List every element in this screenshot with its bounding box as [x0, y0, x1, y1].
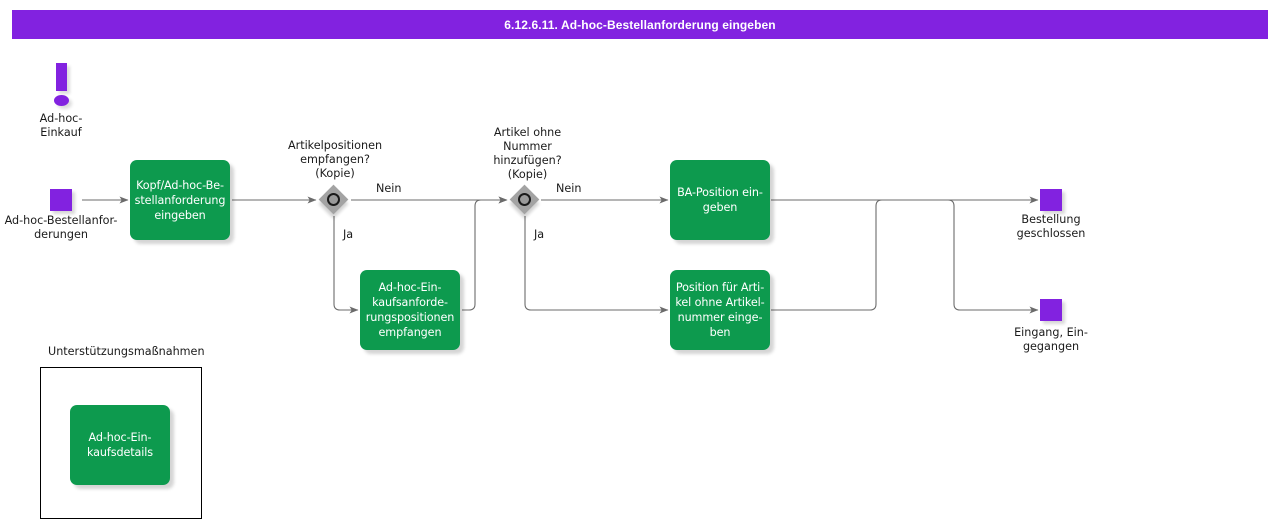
end-event-1-label: Bestellung geschlossen	[1016, 213, 1086, 240]
task-ba-position-eingeben[interactable]: BA-Position ein- geben	[670, 160, 770, 240]
task-label: Kopf/Ad-hoc-Be- stellanforderung eingebe…	[134, 178, 226, 222]
page-title: 6.12.6.11. Ad-hoc-Bestellanforderung ein…	[504, 17, 776, 32]
gateway-event-ring-icon	[327, 193, 340, 206]
exclamation-bar	[56, 63, 67, 91]
gateway-event-ring-icon	[518, 193, 531, 206]
end-event-2-label: Eingang, Ein- gegangen	[1014, 326, 1088, 353]
gateway-artikel-ohne-nummer-hinzufuegen[interactable]	[509, 184, 540, 215]
start-event-label: Ad-hoc-Bestellanfor- derungen	[4, 214, 118, 241]
flow-t2-to-g2	[462, 196, 508, 311]
task-ad-hoc-einkaufsdetails[interactable]: Ad-hoc-Ein- kaufsdetails	[70, 405, 170, 485]
gateway-artikelpositionen-empfangen[interactable]	[318, 184, 349, 215]
flow-g2-yes-to-t4	[524, 216, 669, 314]
flow-label-g1-nein: Nein	[376, 182, 402, 195]
end-event-eingang-eingegangen[interactable]	[1040, 299, 1062, 321]
task-label: Ad-hoc-Ein- kaufsanforde- rungspositione…	[365, 281, 455, 339]
end-event-bestellung-geschlossen[interactable]	[1040, 189, 1062, 211]
task-kopf-ad-hoc-bestellanforderung-eingeben[interactable]: Kopf/Ad-hoc-Be- stellanforderung eingebe…	[130, 160, 230, 240]
task-label: Ad-hoc-Ein- kaufsdetails	[86, 431, 154, 459]
start-event-ad-hoc-bestellanforderungen[interactable]	[50, 189, 72, 211]
flow-t4-to-e1	[771, 196, 1039, 311]
sequence-flows	[82, 196, 1039, 314]
task-position-fuer-artikel-ohne-artikelnummer-eingeben[interactable]: Position für Arti- kel ohne Artikel- num…	[670, 270, 770, 350]
task-label: BA-Position ein- geben	[677, 186, 763, 214]
task-ad-hoc-einkaufsanforderungspositionen-empfangen[interactable]: Ad-hoc-Ein- kaufsanforde- rungspositione…	[360, 270, 460, 350]
gateway-2-label: Artikel ohne Nummer hinzufügen? (Kopie)	[493, 126, 562, 181]
exclamation-dot	[54, 95, 69, 106]
flow-label-g2-ja: Ja	[534, 228, 545, 241]
page-title-bar: 6.12.6.11. Ad-hoc-Bestellanforderung ein…	[12, 10, 1268, 39]
flow-g1-yes-to-t2	[333, 216, 359, 314]
task-label: Position für Arti- kel ohne Artikel- num…	[675, 281, 765, 339]
flow-label-g2-nein: Nein	[556, 182, 582, 195]
gateway-1-label: Artikelpositionen empfangen? (Kopie)	[287, 139, 383, 180]
exclamation-label: Ad-hoc- Einkauf	[39, 112, 83, 139]
group-title-unterstuetzungsmassnahmen: Unterstützungsmaßnahmen	[48, 345, 205, 358]
exclamation-icon	[50, 63, 73, 108]
flow-label-g1-ja: Ja	[343, 228, 354, 241]
